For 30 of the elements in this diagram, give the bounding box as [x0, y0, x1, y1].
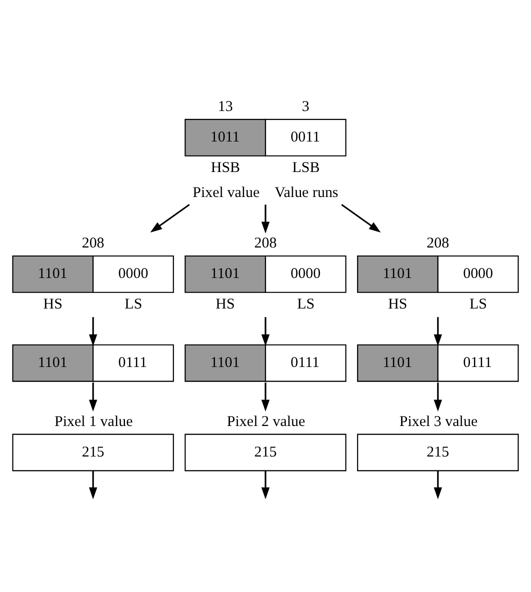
node-label: 208 — [82, 236, 104, 252]
node-label: 3 — [302, 99, 310, 116]
arrow — [88, 317, 98, 346]
node-label: Pixel value — [192, 184, 260, 201]
node-label: LS — [297, 296, 315, 313]
node-label: Pixel 1 value — [54, 414, 133, 430]
node-label: 208 — [426, 236, 450, 252]
arrow — [434, 382, 442, 412]
node-label: HS — [43, 296, 62, 313]
node-label: Pixel 3 value — [399, 414, 478, 430]
node-label: 208 — [254, 236, 277, 252]
arrow — [434, 317, 442, 346]
arrow — [88, 382, 98, 412]
arrow — [261, 382, 270, 412]
arrow — [88, 470, 98, 500]
node-label: HS — [388, 296, 408, 313]
node-label: Value runs — [274, 184, 338, 201]
node-label: HSB — [210, 160, 240, 176]
node-label: LSB — [292, 160, 320, 176]
arrow — [434, 470, 442, 500]
node-label: LS — [470, 296, 488, 313]
arrow — [261, 204, 270, 234]
arrow — [150, 204, 190, 232]
node-label: 13 — [218, 99, 233, 116]
node-label: LS — [124, 296, 142, 313]
node-label: Pixel 2 value — [226, 414, 306, 430]
node-label: HS — [216, 296, 235, 313]
arrow — [261, 470, 270, 500]
arrow — [261, 317, 270, 346]
arrow — [341, 204, 381, 232]
